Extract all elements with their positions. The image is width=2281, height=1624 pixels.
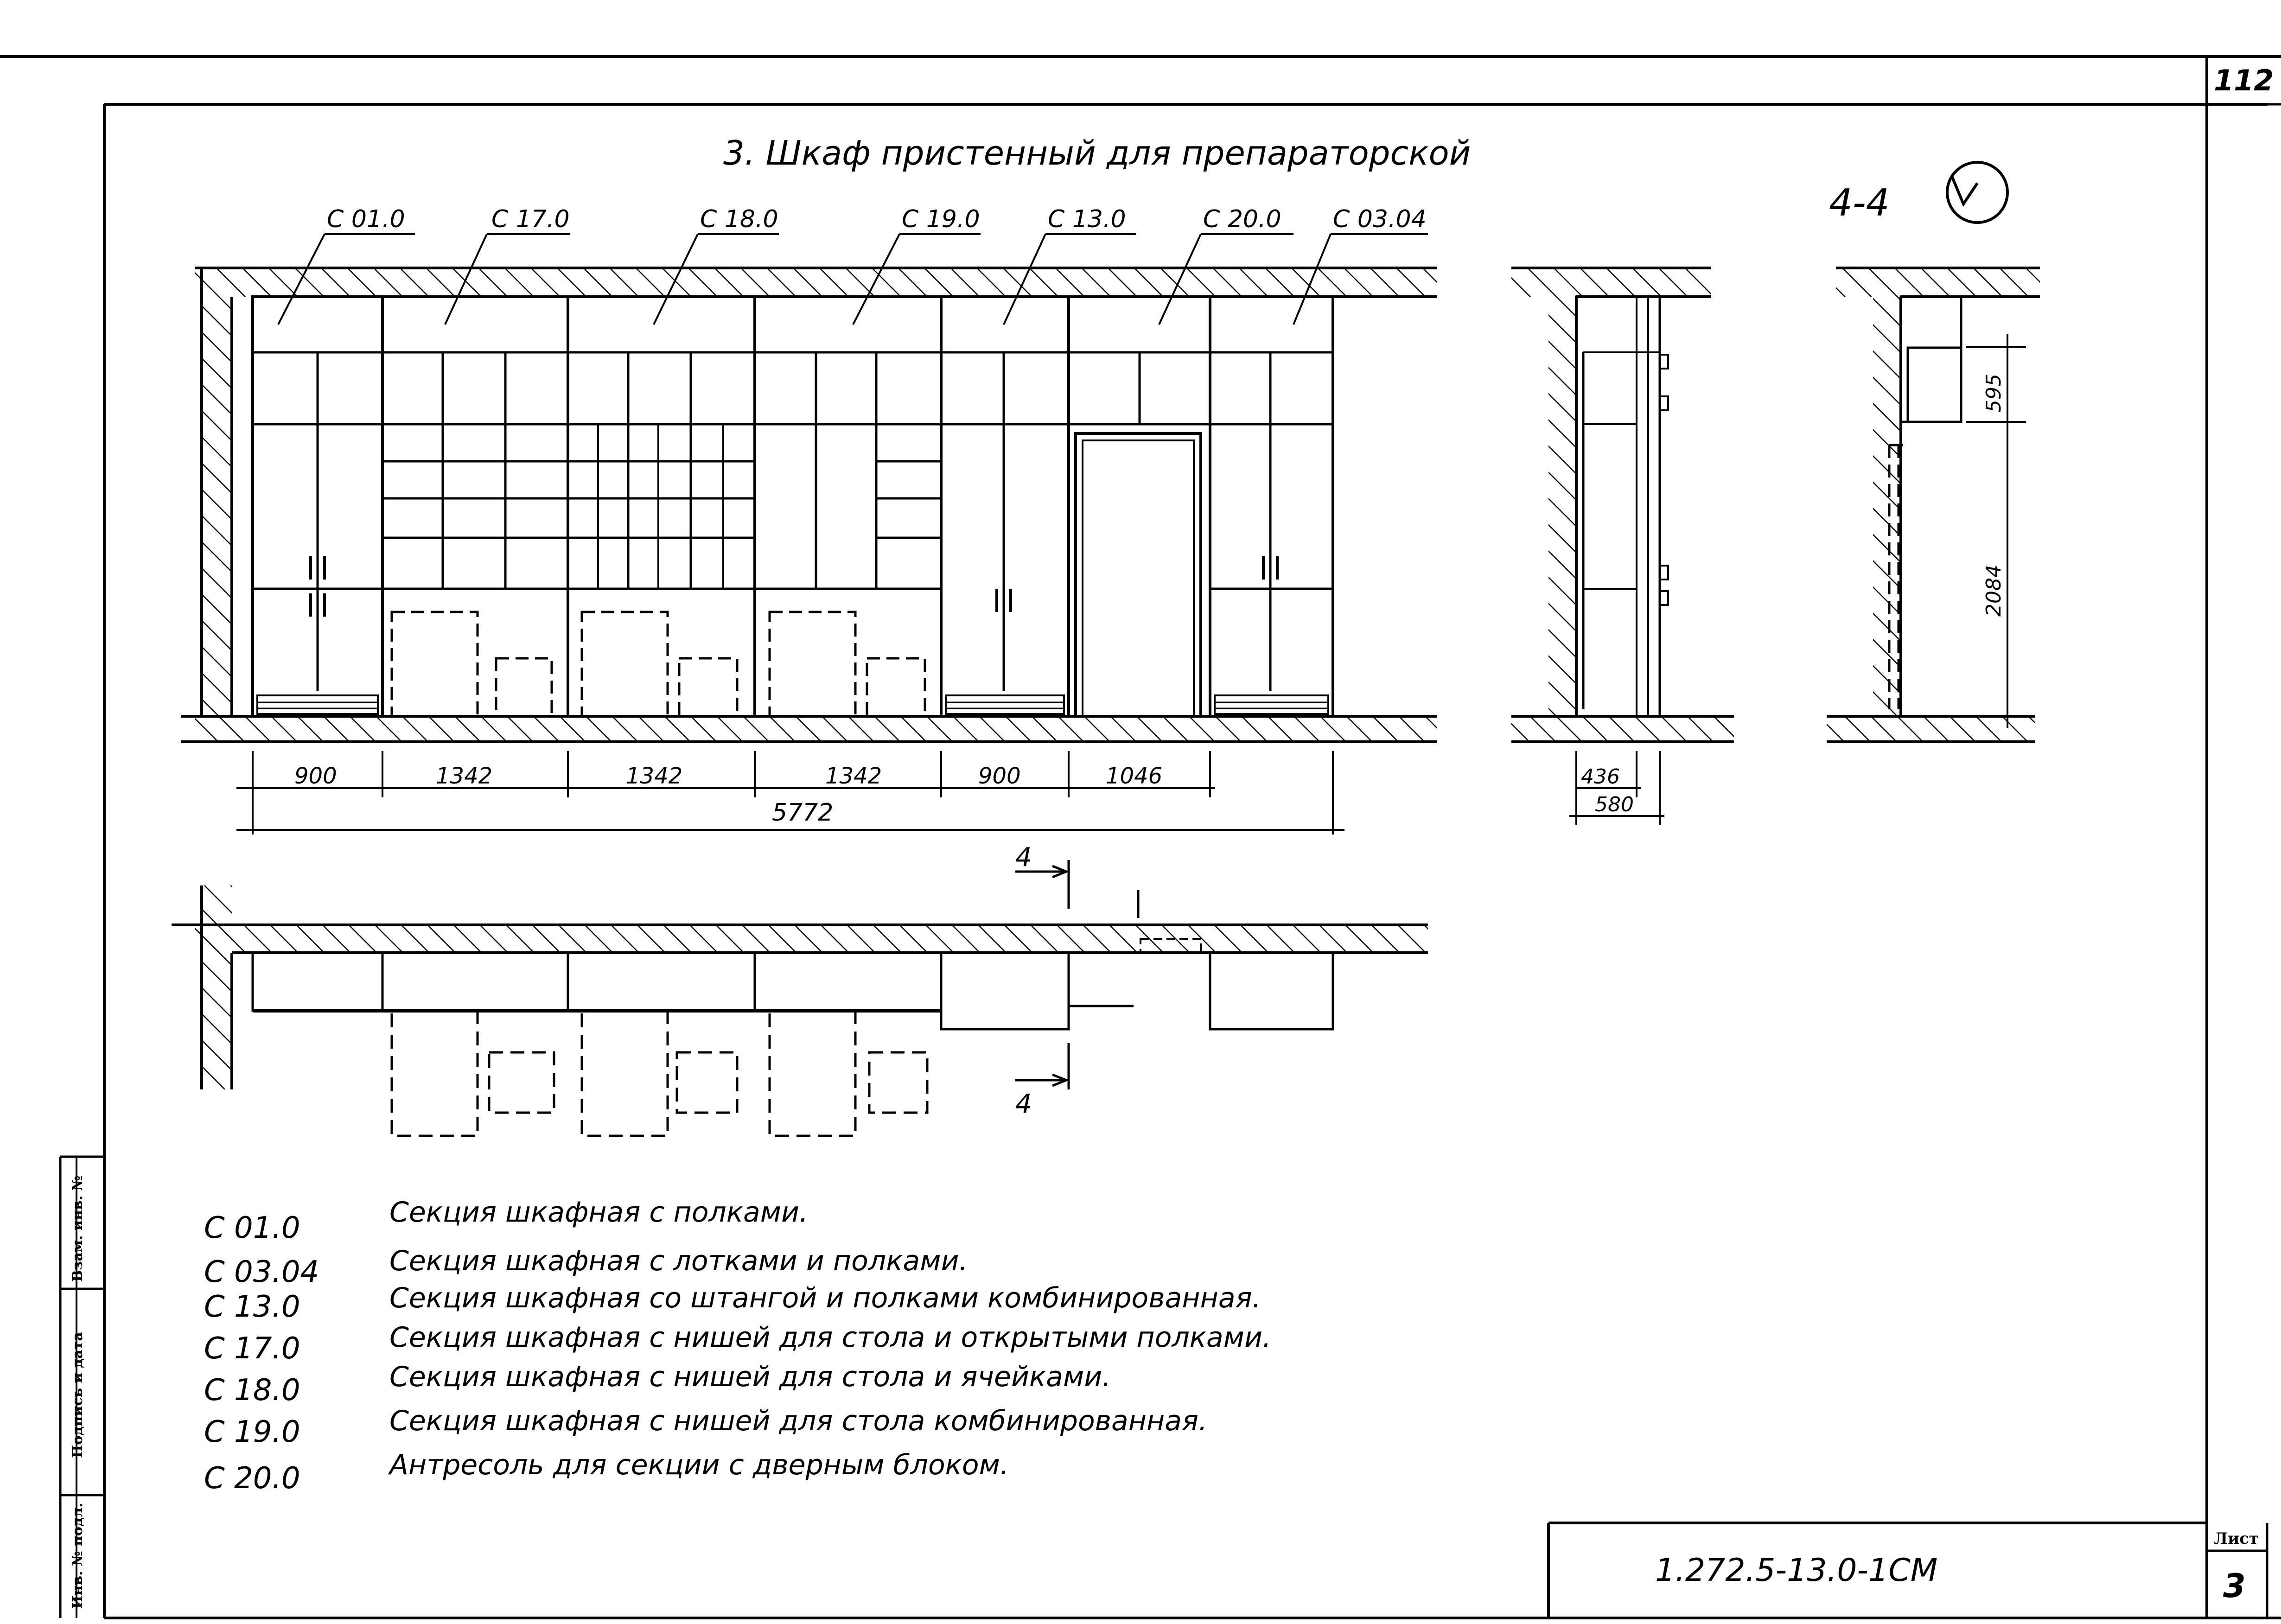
legend-text: Антресоль для секции с дверным блоком. [388,1449,1009,1481]
dimension-value: 2084 [1982,565,2006,617]
legend-code: C 17.0 [204,1331,300,1366]
dimension-total: 5772 [772,799,833,827]
section-leaders [277,233,1428,325]
stamp-label-signature-date: Подпись и дата [70,1332,86,1458]
front-dimension-lines [236,751,1344,834]
dimension-value: 1342 [626,763,682,789]
plan-view [172,860,1428,1137]
dimension-value: 1046 [1106,763,1162,789]
dimension-value: 900 [294,763,337,789]
legend: C 01.0 Секция шкафная с полками. C 03.04… [204,1196,1271,1496]
drawing-title: 3. Шкаф пристенный для препараторской [723,134,1471,172]
document-code: 1.272.5-13.0-1СМ [1655,1552,1937,1589]
legend-text: Секция шкафная со штангой и полками комб… [389,1282,1261,1314]
legend-text: Секция шкафная с лотками и полками. [389,1245,968,1277]
left-stamp-strip [59,1155,104,1618]
legend-code: C 20.0 [204,1461,300,1496]
dimension-value: 436 [1581,765,1620,789]
legend-text: Секция шкафная с нишей для стола и ячейк… [389,1361,1111,1393]
legend-code: C 19.0 [204,1415,300,1449]
legend-text: Секция шкафная с нишей для стола комбини… [389,1405,1207,1437]
legend-code: C 01.0 [204,1211,300,1245]
section-cut-mark: 4 [1015,1089,1032,1119]
dimension-value: 595 [1982,374,2006,413]
section-view-label: 4-4 [1829,181,1890,224]
legend-text: Секция шкафная с нишей для стола и откры… [389,1321,1271,1354]
stamp-label-original-inv: Инв. № подл. [70,1503,86,1609]
section-label: C 03.04 [1333,205,1427,233]
side-section-view [1511,267,1734,825]
section-label: C 18.0 [700,205,778,233]
sheet-frame [0,55,2281,1619]
legend-code: C 13.0 [204,1290,300,1324]
dimension-value: 1342 [436,763,492,789]
dimension-value: 580 [1595,793,1634,816]
dimension-value: 900 [978,763,1021,789]
page-number: 112 [2214,64,2274,97]
title-block [1547,1522,2268,1618]
dimension-value: 1342 [825,763,882,789]
rotation-icon [1946,161,2009,224]
sheet-number: 3 [2223,1567,2246,1605]
legend-text: Секция шкафная с полками. [389,1196,808,1229]
section-label: C 01.0 [327,205,405,233]
section-label: C 20.0 [1203,205,1281,233]
section-4-4-view [1827,267,2040,743]
section-label: C 17.0 [491,205,570,233]
legend-code: C 18.0 [204,1373,300,1407]
section-label: C 13.0 [1048,205,1126,233]
front-elevation [181,267,1437,743]
sheet-label: Лист [2214,1529,2259,1548]
section-cut-mark: 4 [1015,842,1032,873]
stamp-label-replace-inv: Взам. инв. № [70,1175,86,1282]
legend-code: C 03.04 [204,1255,319,1289]
section-label: C 19.0 [902,205,980,233]
